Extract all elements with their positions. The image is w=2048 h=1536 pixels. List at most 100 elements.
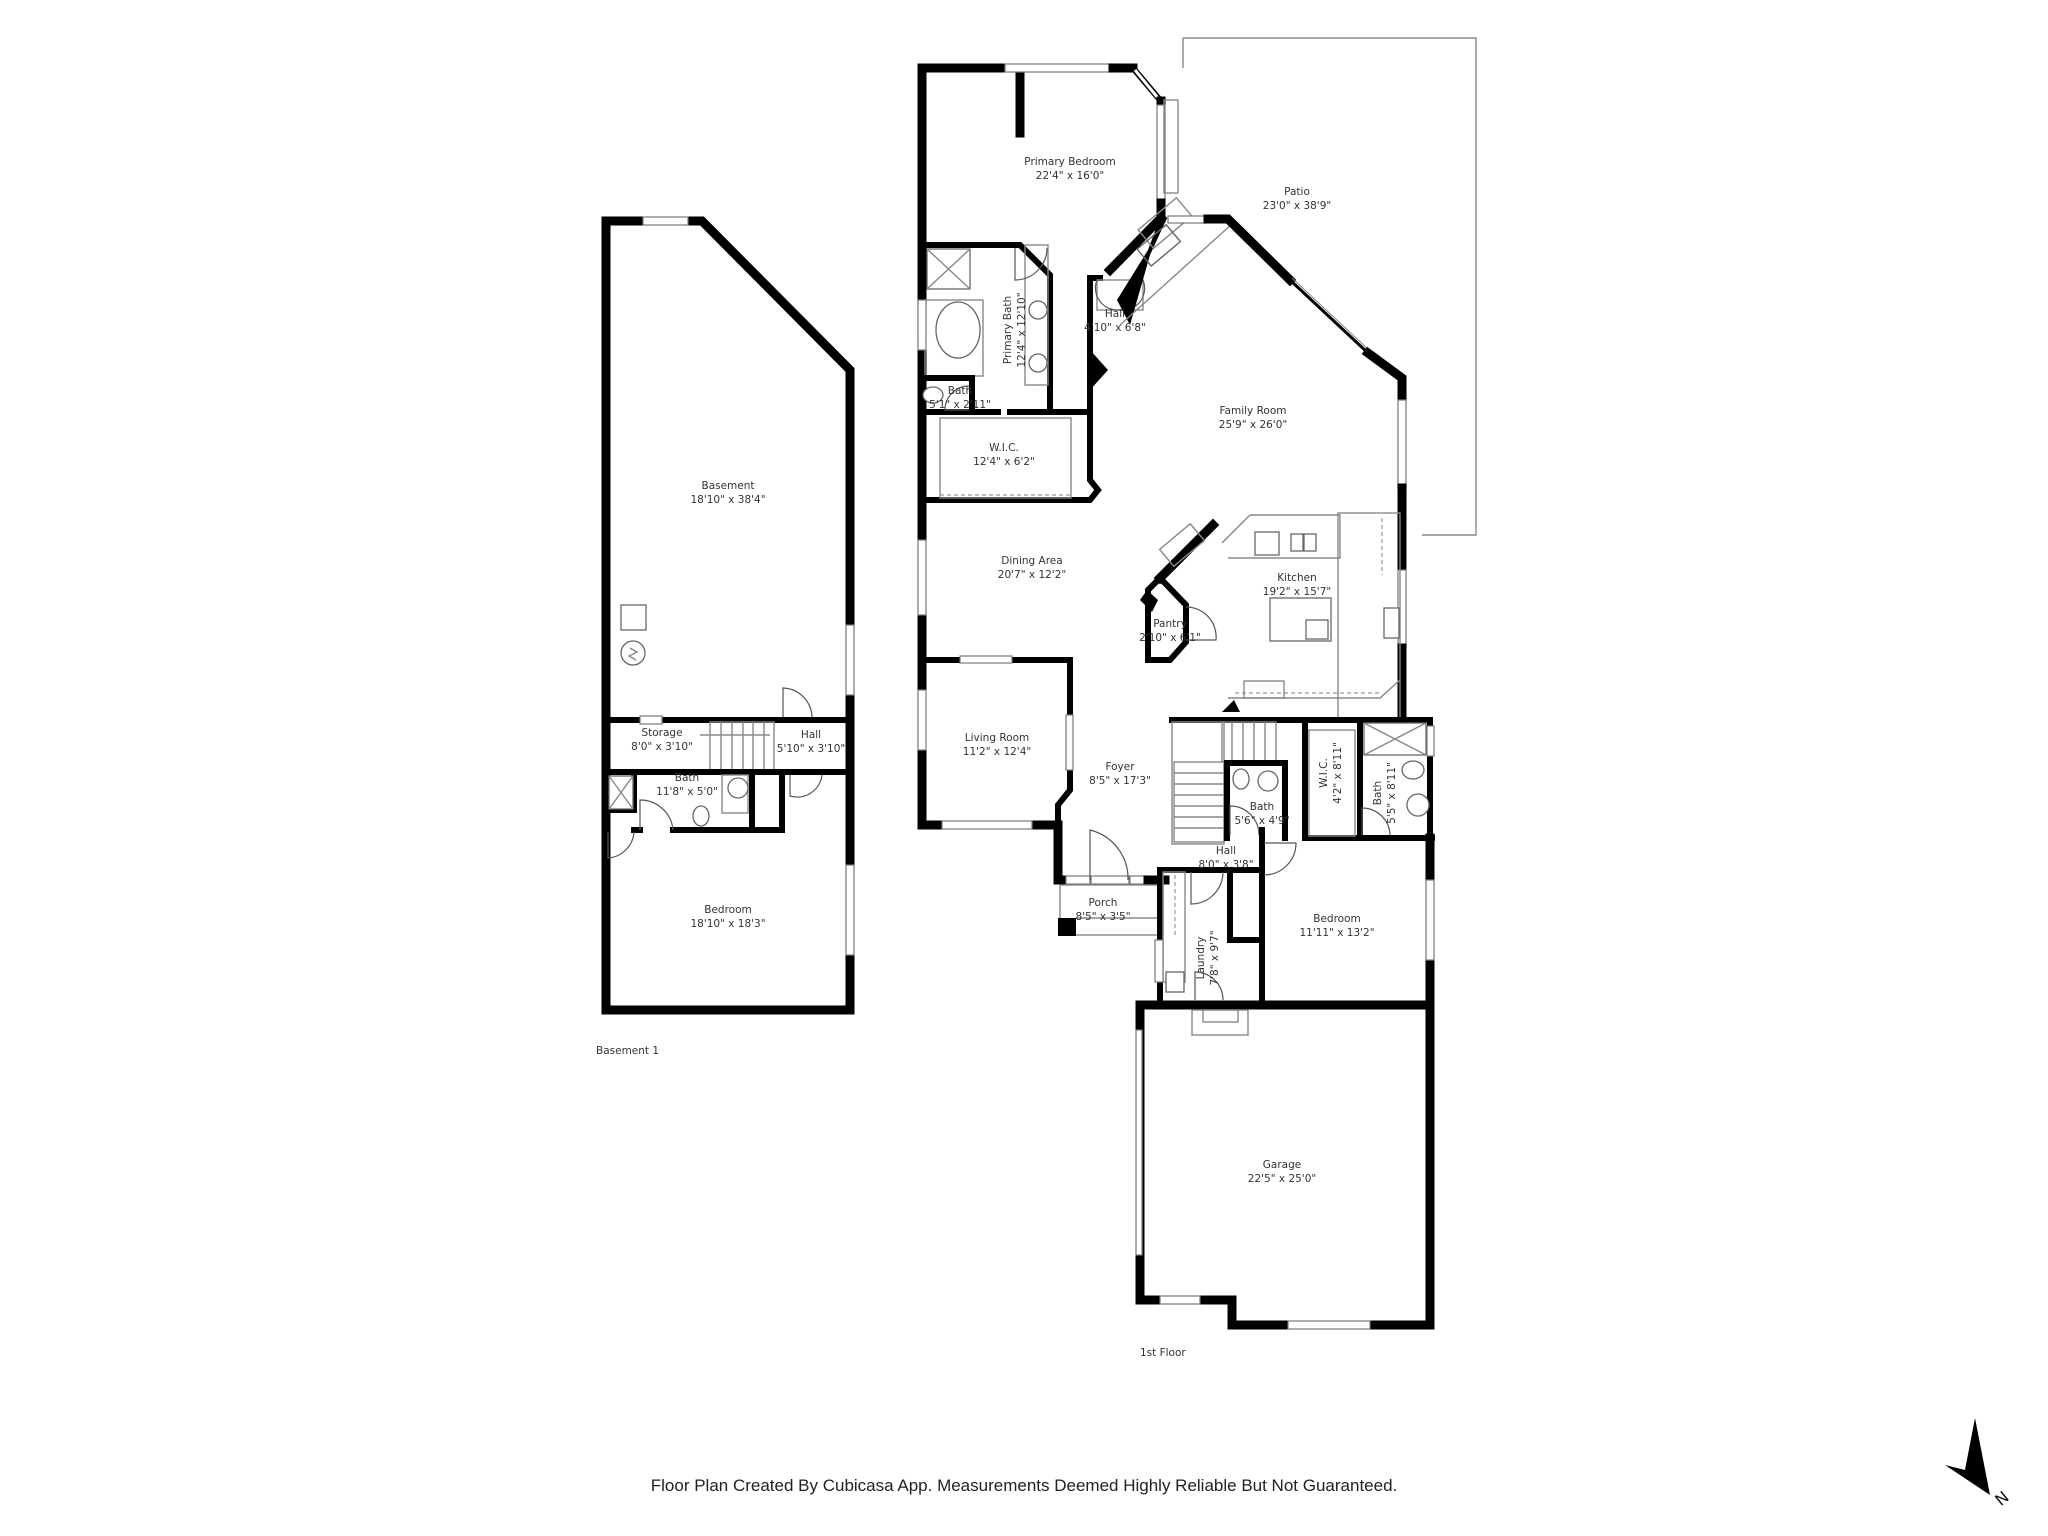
shower-fixture [608,775,634,810]
bathtub-fixture [935,301,981,359]
room-name: Pantry [1153,618,1187,630]
room-dims: 5'1" x 2'11" [929,399,991,411]
dishwasher-fixture [1254,531,1280,556]
washer-fixture [1165,971,1185,993]
room-name: Bath [947,385,973,397]
kitchen-counters [1153,512,1401,719]
room-name: Laundry [1195,936,1207,980]
toilet-fixture [922,386,944,404]
room-dims: 11'11" x 13'2" [1299,927,1375,939]
room-dims: 5'10" x 3'10" [776,743,846,755]
first-floor [917,37,1477,1330]
room-name: Hall [800,729,822,741]
room-dims: 18'10" x 38'4" [690,494,766,506]
sink-fixture [727,777,749,799]
room-dims: 8'0" x 3'8" [1198,859,1254,871]
toilet-fixture [1232,768,1250,790]
room-name: Hall [1104,308,1126,320]
room-label-kitchen: Kitchen 19'2" x 15'7" [1263,571,1331,599]
room-label-upper-hall: Hall 4'10" x 6'8" [1084,307,1146,335]
furnace-fixture [620,640,646,666]
room-dims: 20'7" x 12'2" [997,569,1067,581]
room-label-bath-5-5: Bath 5'5" x 8'11" [1371,762,1399,824]
basement-floor [601,216,855,1015]
room-label-family-room: Family Room 25'9" x 26'0" [1219,404,1287,432]
room-name: Primary Bath [1002,295,1014,365]
window [845,624,855,696]
room-name: Kitchen [1277,572,1317,584]
sink-fixture [1406,793,1430,817]
room-dims: 22'5" x 25'0" [1247,1173,1317,1185]
room-label-primary-half-bath: Bath 5'1" x 2'11" [929,384,991,412]
room-name: Storage [641,727,683,739]
room-label-lower-hall: Hall 8'0" x 3'8" [1198,844,1253,872]
room-dims: 12'4" x 12'10" [1016,292,1028,368]
room-label-pantry: Pantry 2'10" x 6'1" [1139,617,1201,645]
room-label-garage: Garage 22'5" x 25'0" [1248,1158,1316,1186]
room-name: Bath [1372,780,1384,806]
fireplace [1117,218,1167,325]
toilet-fixture [1401,760,1425,780]
sink-fixture [1290,533,1304,552]
room-dims: 12'4" x 6'2" [973,456,1035,468]
north-arrow-icon [1945,1418,1990,1495]
room-name: Living Room [964,732,1030,744]
room-name: W.I.C. [1318,758,1330,788]
window [642,216,689,226]
water-heater-fixture [620,604,647,631]
sink-fixture [1028,300,1048,320]
room-name: Bath [674,772,700,784]
window [1004,63,1114,73]
room-name: Bedroom [704,904,752,916]
room-dims: 8'0" x 3'10" [631,741,693,753]
room-dims: 8'5" x 17'3" [1089,775,1151,787]
room-dims: 11'2" x 12'4" [962,746,1032,758]
room-dims: 5'6" x 4'9" [1234,815,1290,827]
room-dims: 11'8" x 5'0" [656,786,718,798]
room-name: Family Room [1219,405,1287,417]
room-label-bedroom: Bedroom 11'11" x 13'2" [1299,912,1374,940]
room-dims: 23'0" x 38'9" [1262,200,1332,212]
room-name: Basement [701,480,755,492]
garage-wall [1135,1000,1435,1330]
room-name: Garage [1262,1159,1302,1171]
room-dims: 4'2" x 8'11" [1332,742,1344,804]
room-label-patio: Patio 23'0" x 38'9" [1263,185,1331,213]
patio-outline [1183,37,1477,536]
room-name: Patio [1284,186,1310,198]
room-dims: 5'5" x 8'11" [1386,762,1398,824]
room-label-wic: W.I.C. 4'2" x 8'11" [1317,742,1345,804]
room-name: Dining Area [1001,555,1063,567]
room-dims: 22'4" x 16'0" [1035,170,1105,182]
room-label-half-bath: Bath 5'6" x 4'9" [1234,800,1289,828]
room-name: W.I.C. [989,442,1019,454]
room-dims: 2'10" x 6'1" [1139,632,1201,644]
room-label-primary-bedroom: Primary Bedroom 22'4" x 16'0" [1024,155,1115,183]
room-dims: 19'2" x 15'7" [1262,586,1332,598]
room-dims: 4'10" x 6'8" [1084,322,1146,334]
room-name: Primary Bedroom [1024,156,1116,168]
room-dims: 8'5" x 3'5" [1075,911,1131,923]
room-dims: 18'10" x 18'3" [690,918,766,930]
room-name: Hall [1215,845,1237,857]
room-name: Bedroom [1313,913,1361,925]
room-dims: 7'8" x 9'7" [1209,930,1221,986]
floor-label-first: 1st Floor [1140,1347,1186,1359]
sink-fixture [1257,770,1279,792]
room-label-primary-bath: Primary Bath 12'4" x 12'10" [1001,292,1029,367]
toilet-fixture [692,805,710,827]
basement-stairs [700,721,775,773]
room-label-primary-wic: W.I.C. 12'4" x 6'2" [973,441,1035,469]
sink-fixture [1028,353,1048,373]
room-label-laundry: Laundry 7'8" x 9'7" [1194,930,1222,985]
room-name: Bath [1249,801,1275,813]
room-name: Foyer [1105,761,1135,773]
disclaimer-text: Floor Plan Created By Cubicasa App. Meas… [650,1476,1398,1495]
stove-fixture [1383,607,1400,639]
floor-label-basement: Basement 1 [596,1045,660,1057]
room-label-porch: Porch 8'5" x 3'5" [1075,896,1130,924]
room-name: Porch [1088,897,1118,909]
room-label-living-room: Living Room 11'2" x 12'4" [963,731,1031,759]
room-dims: 25'9" x 26'0" [1218,419,1288,431]
